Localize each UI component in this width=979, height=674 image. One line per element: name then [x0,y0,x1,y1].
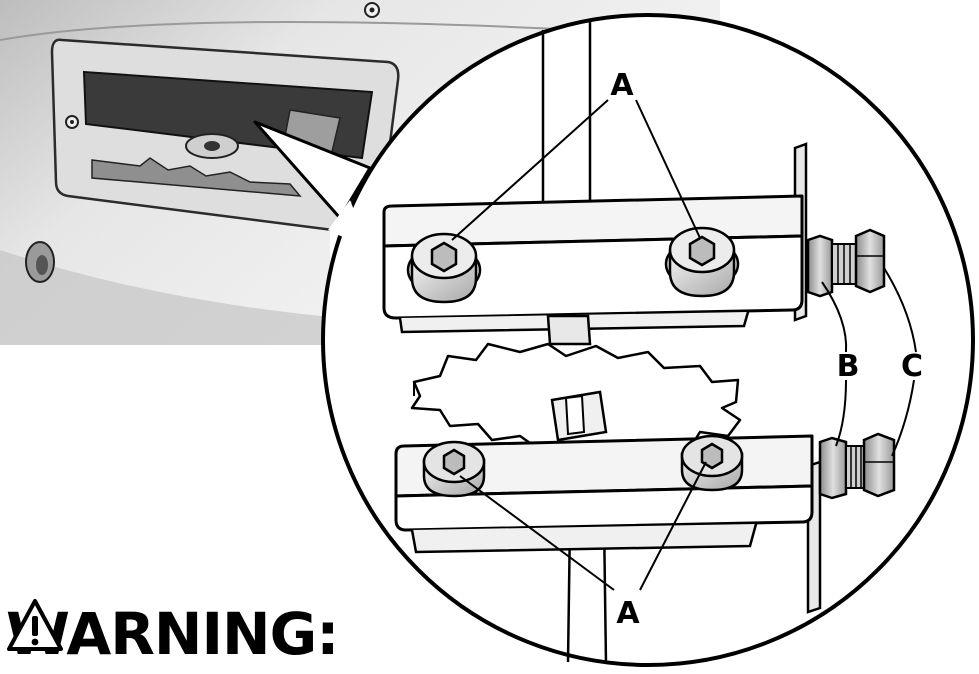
callout-a-lower: A [616,596,640,631]
warning-label: WARNING: [6,600,339,668]
callout-a-upper: A [610,68,634,103]
magnifier-pointer [253,120,372,220]
callout-c: C [901,349,923,384]
lower-right-hex-bolt [680,434,744,492]
drive-sprocket [410,314,742,460]
detail-magnifier [321,13,975,667]
upper-right-hex-bolt [664,226,740,298]
upper-left-hex-bolt [406,232,482,304]
callout-b: B [837,349,860,384]
warning-heading: WARNING: [6,598,339,670]
lower-left-hex-bolt [422,440,486,498]
upper-adjuster [806,228,886,298]
leader-lines [451,99,917,591]
lower-adjuster [818,432,896,500]
warning-triangle-icon [7,599,63,651]
